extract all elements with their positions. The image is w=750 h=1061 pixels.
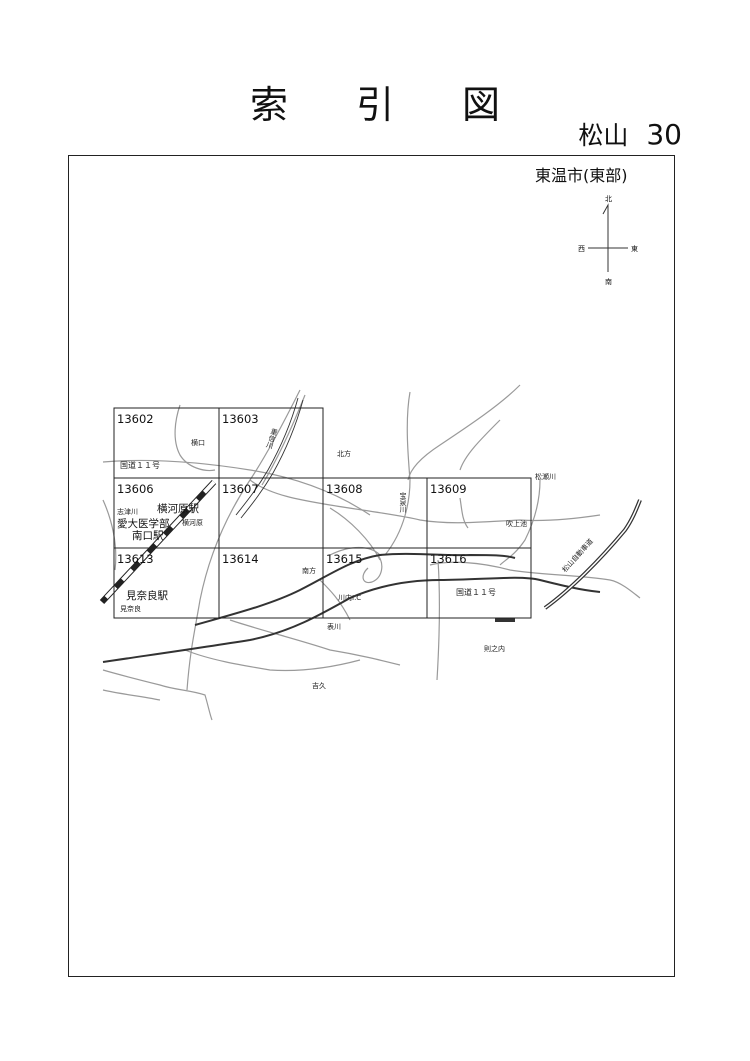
grid-cell-13615[interactable]: 13615 [326, 552, 363, 566]
place-label: 国道１１号 [456, 588, 496, 597]
place-label: 見奈良 [120, 605, 141, 613]
place-label: 北方 [337, 450, 351, 458]
road-network [102, 384, 641, 721]
station-yokogawara: 横河原駅 [157, 503, 199, 515]
title-char-1: 索 [249, 83, 288, 127]
expressway [102, 499, 642, 663]
area-name: 東温市(東部) [535, 166, 628, 185]
sheet-area: 松山 [578, 121, 629, 150]
grid-cell-13607[interactable]: 13607 [222, 482, 259, 496]
map-frame [68, 155, 675, 977]
station-minamiguchi: 南口駅 [132, 530, 164, 542]
index-grid [113, 407, 532, 619]
title-char-3: 図 [462, 83, 501, 127]
station-aidai-igakubu: 愛大医学部 [117, 518, 170, 530]
sheet-id: 松山 30 [578, 116, 682, 152]
compass-west: 西 [578, 245, 585, 253]
grid-cell-13609[interactable]: 13609 [430, 482, 467, 496]
place-label: 南方 [302, 567, 316, 575]
place-label: 横口 [191, 439, 205, 447]
place-label: 吹上池 [506, 520, 527, 528]
place-label: 国道１１号 [120, 461, 160, 470]
grid-cell-13613[interactable]: 13613 [117, 552, 154, 566]
grid-cell-13614[interactable]: 13614 [222, 552, 259, 566]
compass-icon [588, 203, 628, 272]
place-label: 宝泉川 [399, 492, 407, 513]
place-label: 松瀬川 [535, 473, 556, 481]
compass-south: 南 [605, 278, 612, 286]
compass-east: 東 [631, 245, 638, 253]
grid-cell-13603[interactable]: 13603 [222, 412, 259, 426]
place-label: 志津川 [117, 508, 138, 516]
place-label: 表川 [327, 623, 341, 631]
sheet-number: 30 [646, 118, 682, 151]
index-map-title: 索引図 [0, 74, 750, 129]
grid-cell-13606[interactable]: 13606 [117, 482, 154, 496]
railway-line [99, 479, 217, 605]
place-label: 川内I.C [338, 594, 362, 602]
grid-cell-13608[interactable]: 13608 [326, 482, 363, 496]
grid-cell-13602[interactable]: 13602 [117, 412, 154, 426]
grid-cell-13616[interactable]: 13616 [430, 552, 467, 566]
place-label: 則之内 [484, 645, 505, 653]
route-shigenobu [235, 397, 304, 519]
place-label: 横河原 [182, 519, 203, 527]
place-label: 吉久 [312, 682, 326, 690]
station-minara: 見奈良駅 [126, 590, 168, 602]
compass-north: 北 [605, 195, 612, 203]
title-char-2: 引 [355, 83, 394, 127]
